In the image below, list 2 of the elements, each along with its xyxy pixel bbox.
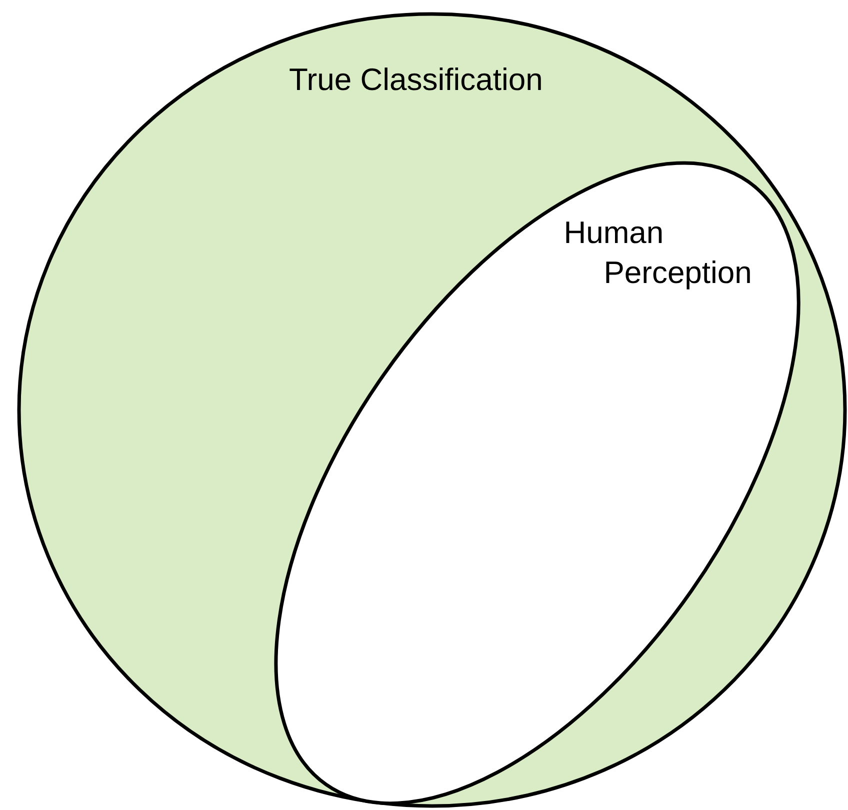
set-label: True Classification: [289, 61, 544, 99]
set-label: Human Perception: [564, 214, 753, 292]
